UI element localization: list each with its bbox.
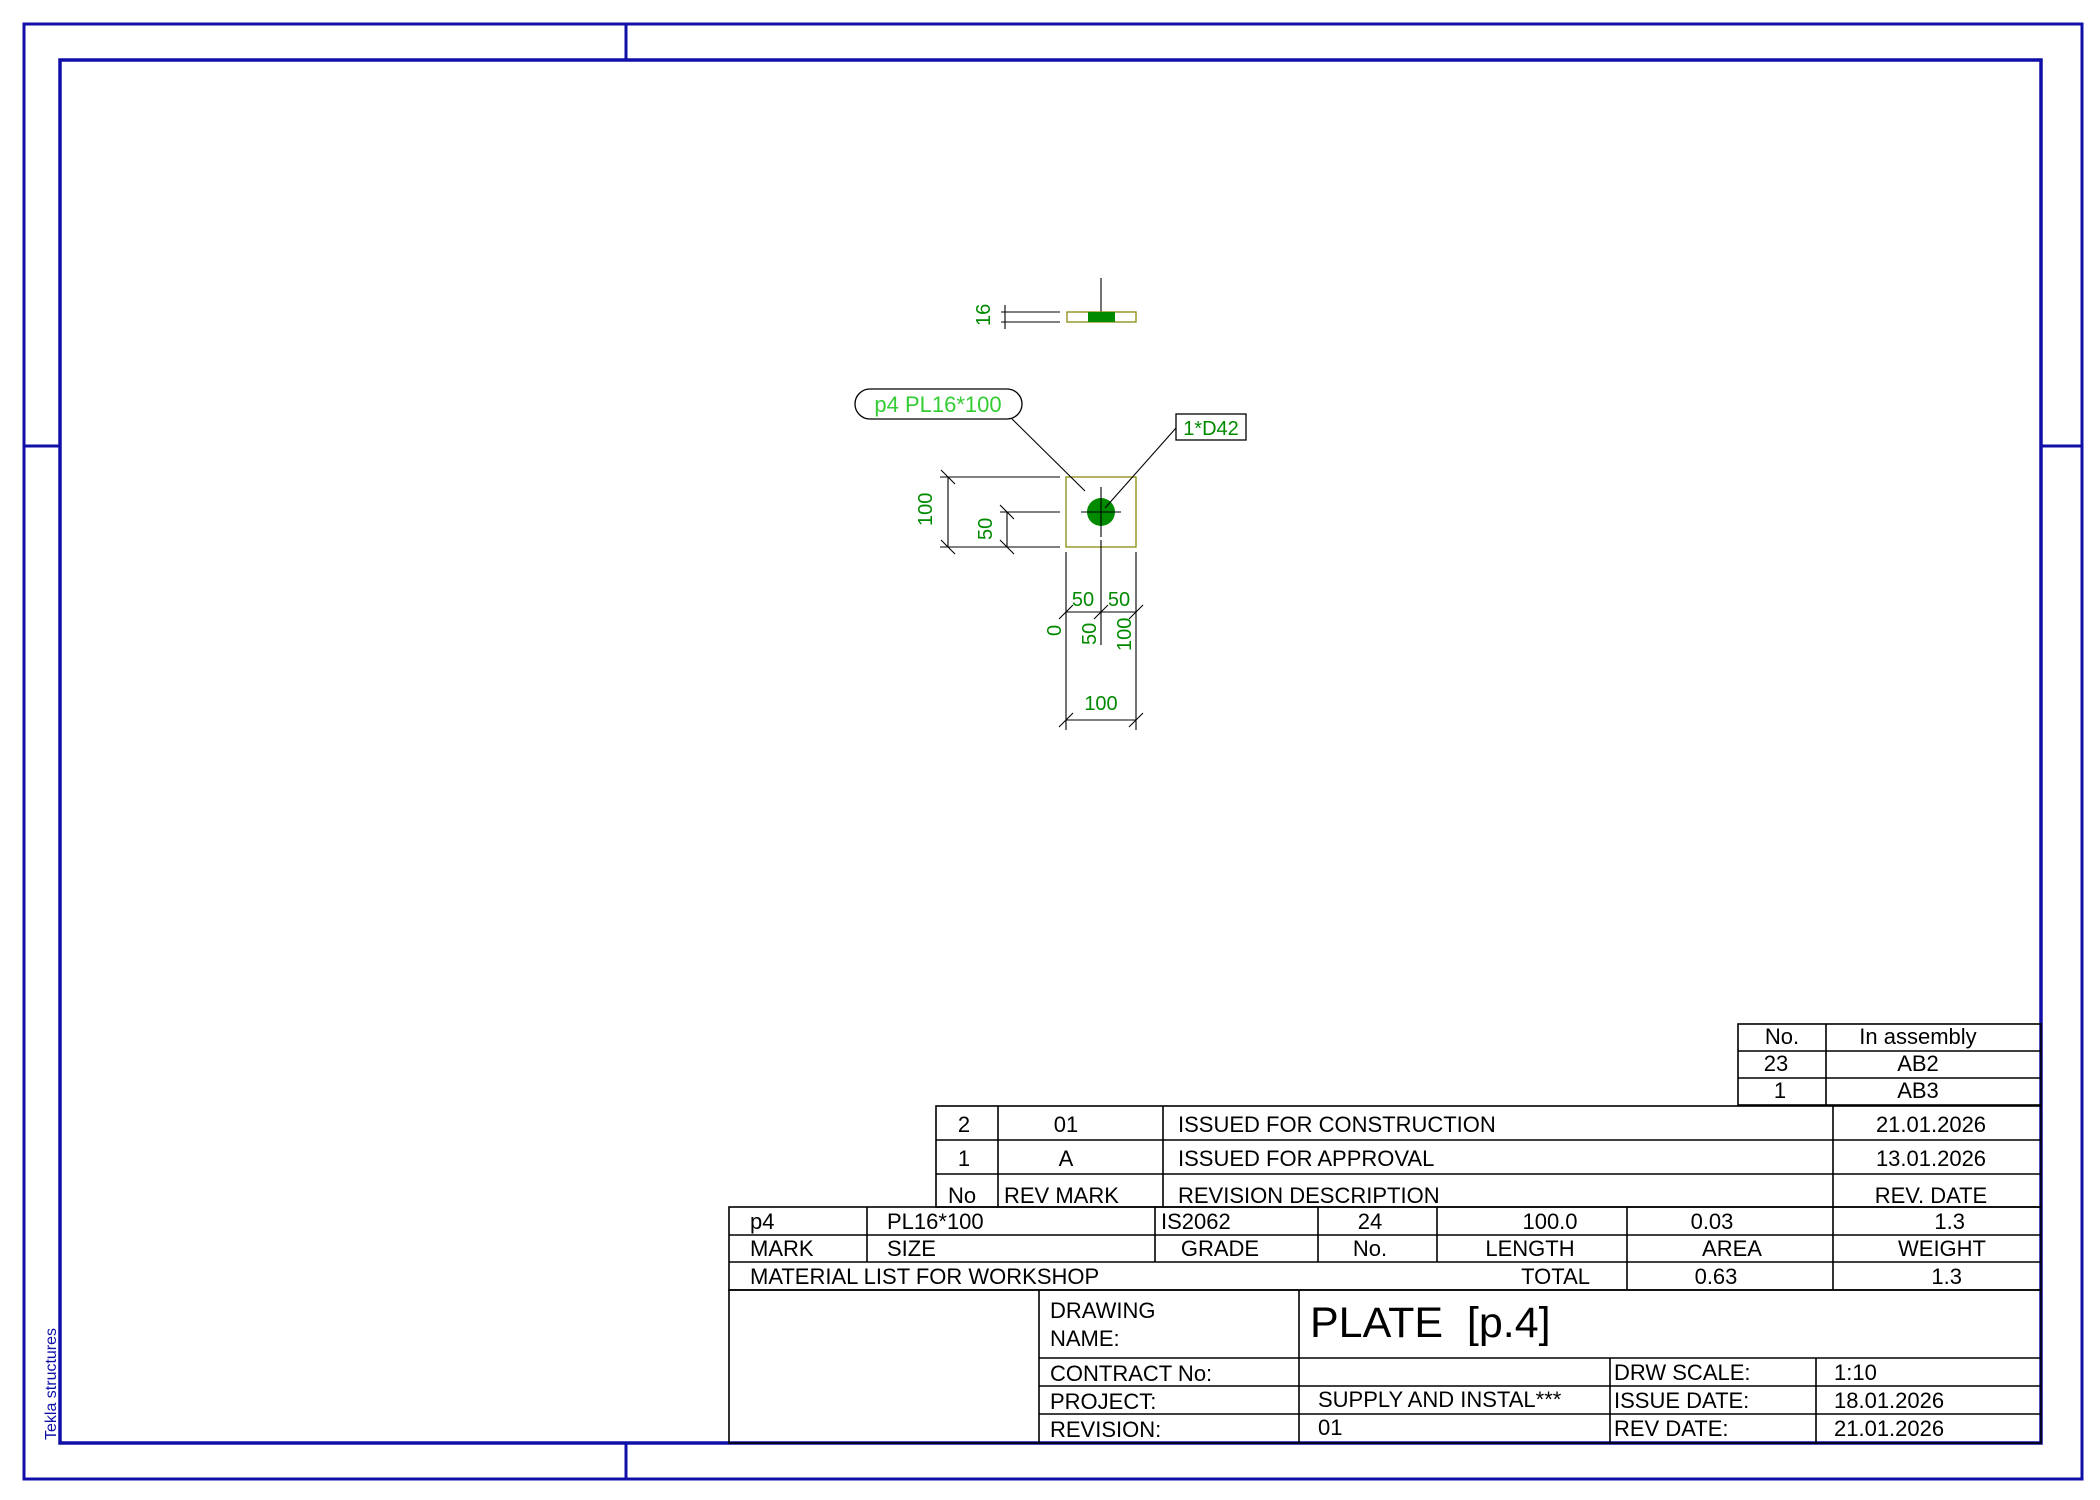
material-total-label: TOTAL (1521, 1264, 1590, 1289)
assembly-cell: 23 (1764, 1051, 1788, 1076)
material-header-area: AREA (1702, 1236, 1762, 1261)
material-cell-size: PL16*100 (887, 1209, 984, 1234)
project-value: SUPPLY AND INSTAL*** (1318, 1387, 1562, 1412)
rev-date-value: 21.01.2026 (1834, 1416, 1944, 1441)
material-header-grade: GRADE (1181, 1236, 1259, 1261)
vertical-dimensions: 100 50 (915, 469, 1060, 555)
revision-cell: 2 (958, 1112, 970, 1137)
assembly-header-assembly: In assembly (1859, 1024, 1976, 1049)
revision-header: REVISION DESCRIPTION (1178, 1183, 1440, 1208)
revision-cell: 21.01.2026 (1876, 1112, 1986, 1137)
dim-ord-top-right: 50 (1108, 589, 1130, 611)
rev-date-label: REV DATE: (1614, 1416, 1729, 1441)
hole-label-box (1175, 413, 1247, 441)
dim-height-half: 50 (975, 518, 997, 540)
plate-section-view: 16 (973, 278, 1137, 329)
hole-label: 1*D42 (1183, 418, 1239, 440)
assembly-cell: 1 (1774, 1078, 1786, 1103)
scale-value: 1:10 (1834, 1360, 1877, 1385)
material-cell-mark: p4 (750, 1209, 774, 1234)
revision-cell: 13.01.2026 (1876, 1146, 1986, 1171)
contract-label: CONTRACT No: (1050, 1361, 1212, 1386)
assembly-header-no: No. (1765, 1024, 1799, 1049)
revision-table: 2 01 ISSUED FOR CONSTRUCTION 21.01.2026 … (935, 1105, 2042, 1208)
material-cell-weight: 1.3 (1934, 1209, 1965, 1234)
material-header-no: No. (1353, 1236, 1387, 1261)
issue-date-value: 18.01.2026 (1834, 1388, 1944, 1413)
scale-label: DRW SCALE: (1614, 1360, 1751, 1385)
issue-date-label: ISSUE DATE: (1614, 1388, 1749, 1413)
dim-height-total: 100 (915, 493, 937, 526)
dim-ord-100: 100 (1114, 618, 1136, 651)
material-table: p4 PL16*100 IS2062 24 100.0 0.03 1.3 MAR… (728, 1206, 2042, 1291)
part-label-leader (1006, 413, 1086, 492)
assembly-cell: AB3 (1897, 1078, 1939, 1103)
part-label: p4 PL16*100 (874, 392, 1001, 417)
assembly-cell: AB2 (1897, 1051, 1939, 1076)
hole-label-leader (1104, 427, 1177, 509)
material-header-mark: MARK (750, 1236, 814, 1261)
material-total-weight: 1.3 (1931, 1264, 1962, 1289)
width-dimension: 100 (1058, 693, 1144, 728)
material-header-weight: WEIGHT (1898, 1236, 1986, 1261)
title-block: DRAWING NAME: PLATE [p.4] CONTRACT No: P… (728, 1289, 2042, 1444)
dim-ord-50: 50 (1079, 623, 1101, 645)
dim-width-total: 100 (1084, 693, 1117, 715)
revision-cell: 01 (1054, 1112, 1078, 1137)
revision-cell: 1 (958, 1146, 970, 1171)
side-label: Tekla structures (43, 1328, 60, 1440)
material-total-area: 0.63 (1695, 1264, 1738, 1289)
drawing-name-label: DRAWING (1050, 1298, 1156, 1323)
material-header-size: SIZE (887, 1236, 936, 1261)
plate-section-fill (1088, 312, 1115, 322)
material-list-label: MATERIAL LIST FOR WORKSHOP (750, 1264, 1099, 1289)
material-header-length: LENGTH (1485, 1236, 1574, 1261)
revision-header: REV. DATE (1875, 1183, 1987, 1208)
drawing-name: PLATE [p.4] (1310, 1299, 1551, 1347)
thickness-dim-label: 16 (973, 304, 995, 326)
plate-plan-view: p4 PL16*100 1*D42 100 50 (854, 388, 1247, 730)
material-cell-no: 24 (1358, 1209, 1382, 1234)
sheet-frame (22, 22, 2084, 1481)
ordinate-dimensions: 50 50 0 50 100 (1044, 540, 1144, 730)
part-label-balloon (854, 388, 1023, 420)
revision-cell: ISSUED FOR CONSTRUCTION (1178, 1112, 1496, 1137)
project-label: PROJECT: (1050, 1389, 1156, 1414)
revision-cell: A (1059, 1146, 1074, 1171)
revision-header: No (948, 1183, 976, 1208)
revision-cell: ISSUED FOR APPROVAL (1178, 1146, 1434, 1171)
dim-ord-top-left: 50 (1072, 589, 1094, 611)
material-cell-area: 0.03 (1691, 1209, 1734, 1234)
revision-header: REV MARK (1004, 1183, 1119, 1208)
drawing-name-label: NAME: (1050, 1326, 1120, 1351)
material-cell-grade: IS2062 (1161, 1209, 1231, 1234)
assembly-table: No. In assembly 23 AB2 1 AB3 (1737, 1023, 2042, 1106)
dim-ord-zero: 0 (1044, 625, 1066, 636)
revision-label: REVISION: (1050, 1417, 1161, 1442)
material-cell-length: 100.0 (1522, 1209, 1577, 1234)
revision-value: 01 (1318, 1415, 1342, 1440)
